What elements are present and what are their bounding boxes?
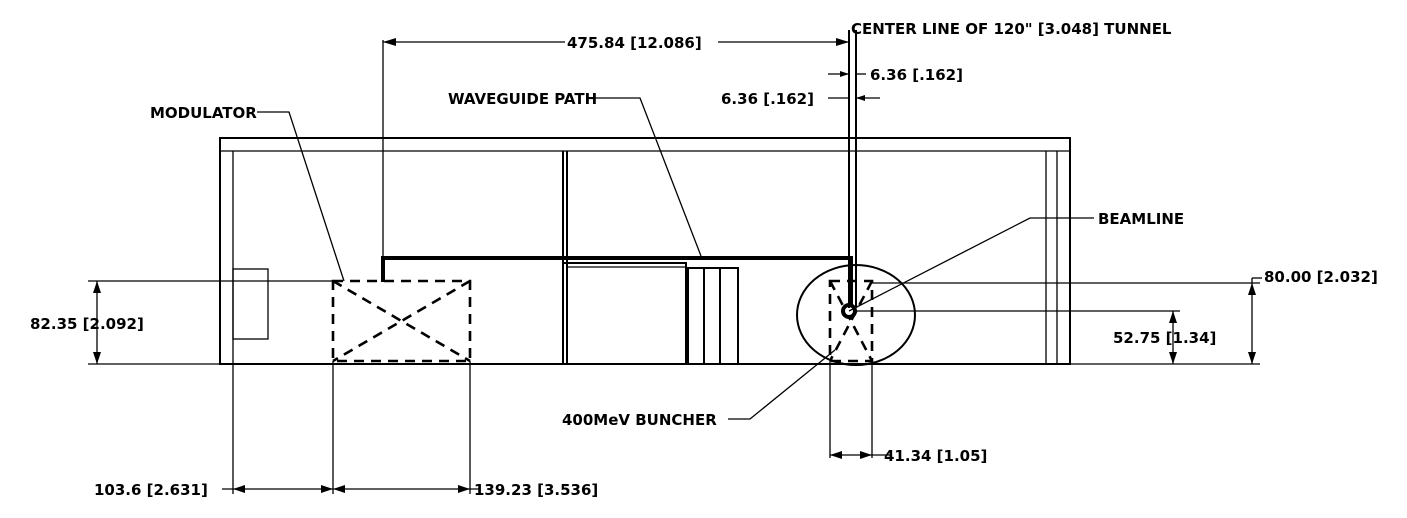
dim-height-right-outer [872, 277, 1262, 365]
modulator-leader [257, 111, 345, 282]
modulator-label: MODULATOR [150, 104, 257, 122]
dim-modulator-width-label: 139.23 [3.536] [474, 481, 598, 499]
dim-offset-left-label: 6.36 [.162] [721, 90, 814, 108]
dim-offset-right-label: 6.36 [.162] [870, 66, 963, 84]
centerline-label: CENTER LINE OF 120" [3.048] TUNNEL [851, 20, 1172, 38]
beamline-leader [848, 217, 1094, 312]
dim-height-left-label: 82.35 [2.092] [30, 315, 144, 333]
dim-offset-markers [828, 71, 880, 101]
waveguide-path-label: WAVEGUIDE PATH [448, 90, 597, 108]
dim-height-left [88, 280, 333, 365]
buncher-label: 400MeV BUNCHER [562, 411, 717, 429]
dim-buncher-width-label: 41.34 [1.05] [884, 447, 987, 465]
dim-height-right-inner [856, 310, 1180, 364]
modulator-outline [331, 279, 472, 363]
tunnel-centerline [848, 30, 857, 308]
dim-modulator-bottom [222, 361, 480, 494]
buncher-leader [728, 349, 836, 420]
waveguide-path [381, 256, 853, 308]
beamline-label: BEAMLINE [1098, 210, 1184, 228]
dim-top-width-label: 475.84 [12.086] [567, 34, 702, 52]
equipment-rack [562, 262, 739, 365]
tunnel-outline [219, 137, 1071, 365]
dim-buncher-width [829, 361, 890, 459]
dim-height-right-outer-label: 80.00 [2.032] [1264, 268, 1378, 286]
dim-modulator-offset-label: 103.6 [2.631] [94, 481, 208, 499]
waveguide-path-leader [590, 97, 702, 257]
dim-top-width [382, 38, 849, 258]
dim-height-right-inner-label: 52.75 [1.34] [1113, 329, 1216, 347]
wall-panel [232, 268, 269, 340]
